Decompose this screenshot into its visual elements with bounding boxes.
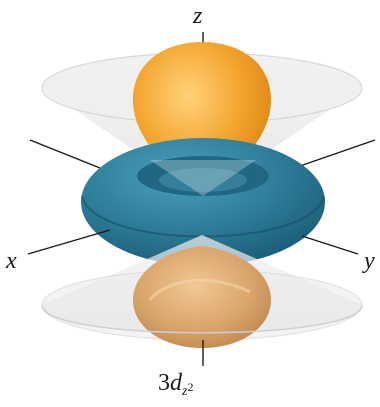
orbital-superscript: 2 — [187, 380, 194, 394]
orbital-name-label: 3dz2 — [158, 371, 193, 399]
z-axis-label: z — [193, 3, 203, 29]
y-axis-label: y — [364, 248, 375, 274]
torus-ring — [81, 138, 325, 266]
orbital-shell-number: 3 — [158, 370, 170, 396]
x-axis-label: x — [6, 248, 17, 274]
lower-lobe — [133, 246, 271, 348]
y-axis-line-back — [299, 139, 376, 167]
orbital-subscript: z2 — [182, 380, 194, 399]
x-axis-line-front — [27, 229, 111, 255]
lower-lobe-highlight — [148, 279, 251, 301]
orbital-letter: d — [170, 370, 182, 396]
cone-apex-overlay — [150, 160, 256, 196]
y-axis-line-front — [301, 235, 359, 255]
x-axis-line-back — [29, 139, 101, 169]
lower-cone-rim — [41, 304, 363, 334]
